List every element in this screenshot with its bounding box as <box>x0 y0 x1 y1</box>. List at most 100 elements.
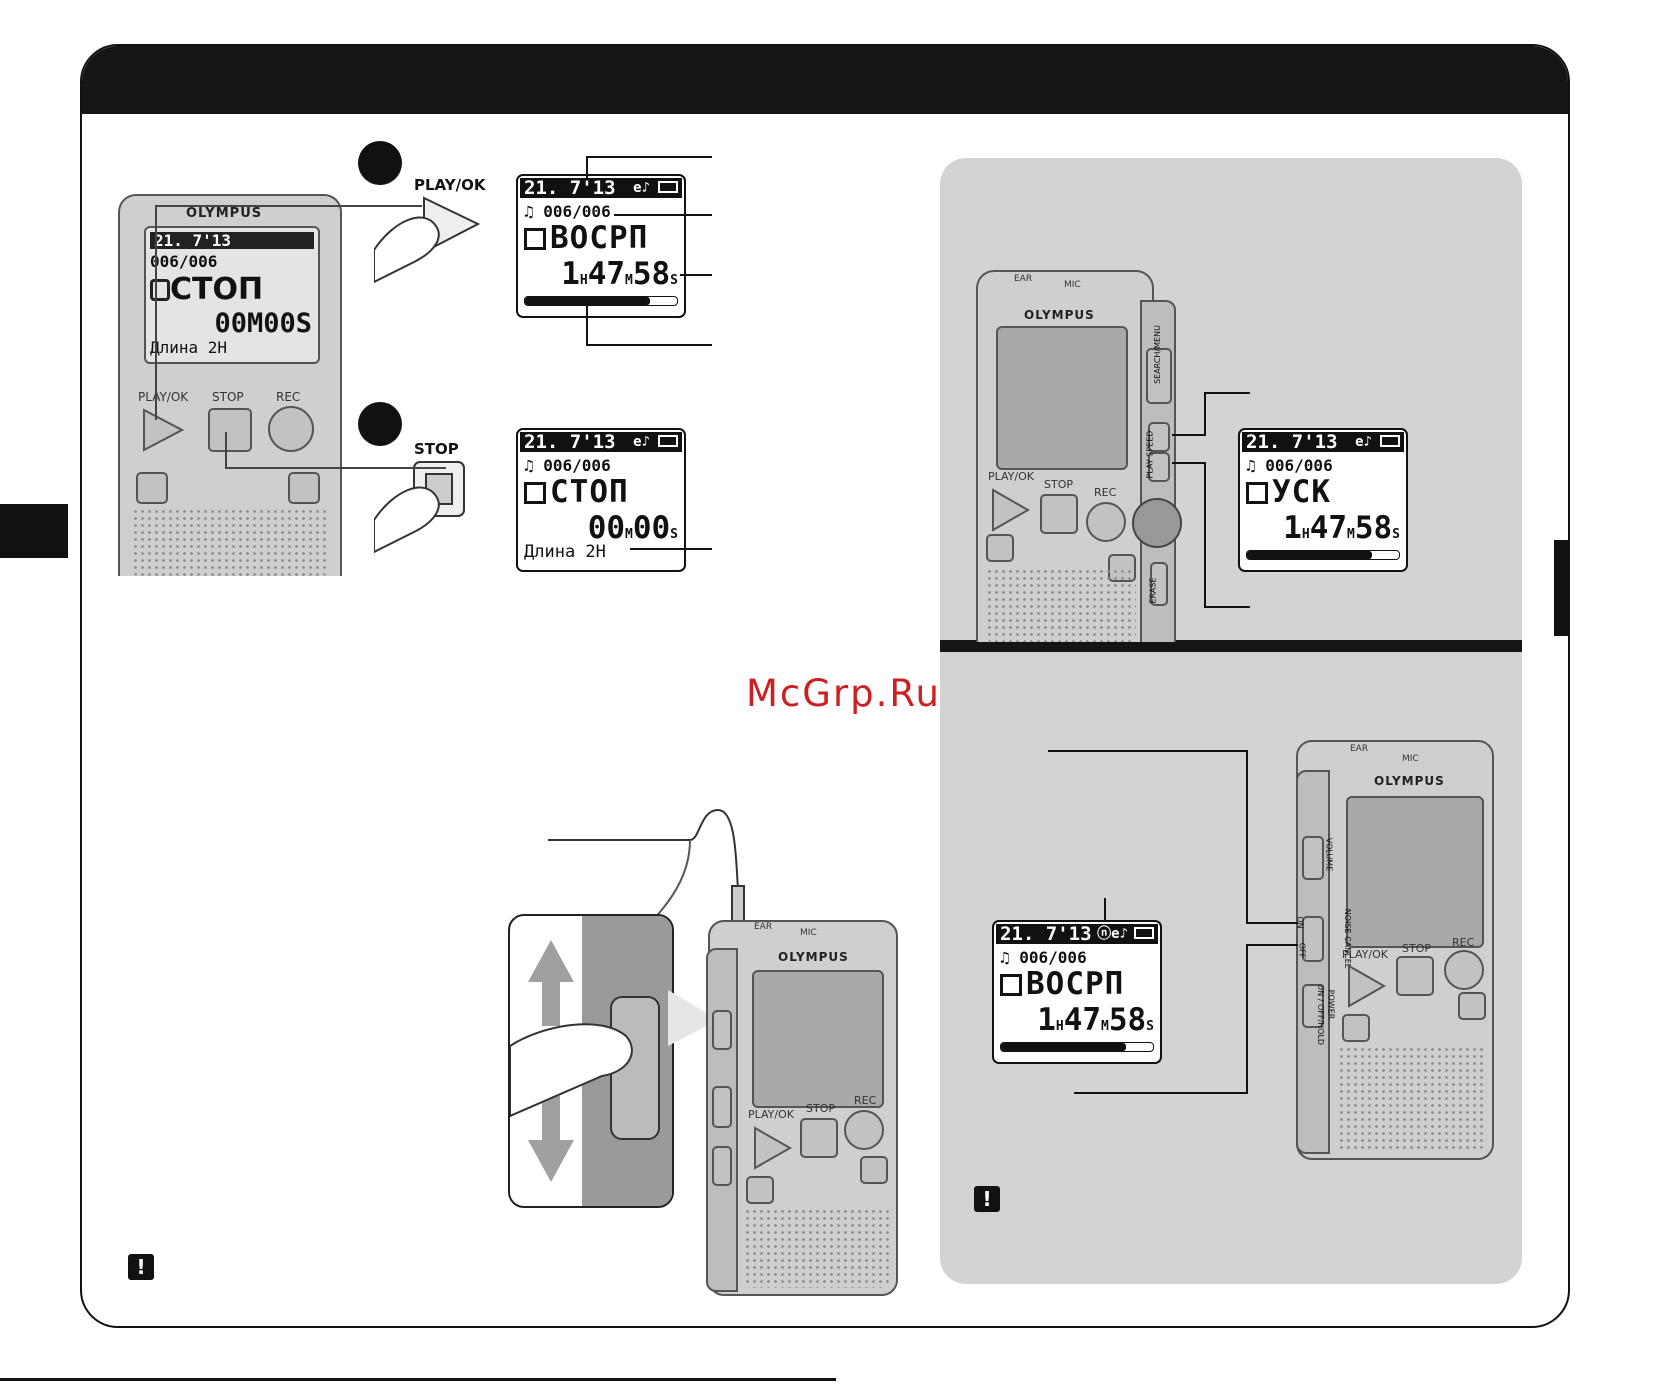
play-ok-key[interactable] <box>1346 964 1387 1008</box>
note-icon-left: ! <box>128 1254 154 1280</box>
rec-key-label: REC <box>276 390 301 404</box>
button-connector-lines <box>155 205 446 469</box>
rewind-key[interactable] <box>746 1176 774 1204</box>
chapter-tab-right <box>1554 540 1568 636</box>
file-icon: ♫ <box>1246 456 1266 475</box>
battery-icon <box>658 181 678 193</box>
device-side-panel <box>1140 300 1176 642</box>
volume-dial[interactable] <box>1302 836 1324 880</box>
power-label: POWER <box>1326 989 1336 1020</box>
stop-key[interactable] <box>1396 956 1434 996</box>
volume-arrows <box>528 940 574 1182</box>
chapter-tab-left <box>0 504 68 558</box>
jog-wheel[interactable] <box>1132 498 1182 548</box>
play-status-icon <box>1246 482 1268 504</box>
mic-label: MIC <box>800 928 817 938</box>
rec-key[interactable] <box>1444 950 1484 990</box>
brand-logo: OLYMPUS <box>186 206 263 221</box>
file-icon: ♫ <box>524 202 544 221</box>
rec-key-label: REC <box>854 1094 877 1107</box>
rec-key[interactable] <box>268 406 314 452</box>
stop-key[interactable] <box>208 408 252 452</box>
rewind-key[interactable] <box>986 534 1014 562</box>
device-screen-status: СТОП <box>150 272 263 307</box>
device-side-panel <box>706 948 738 1292</box>
speaker-grille <box>744 1208 890 1288</box>
play-ok-key-label: PLAY/OK <box>138 390 189 404</box>
play-speed-down-button[interactable] <box>1148 452 1170 482</box>
device-side-panel <box>1296 770 1330 1154</box>
device-screen <box>996 326 1128 470</box>
recorder-device-front: OLYMPUS 21. 7'13 006/006 СТОП 00M00S Дли… <box>118 194 342 576</box>
speaker-grille <box>986 568 1136 642</box>
lcd-playback-file: 006/006 <box>543 202 611 221</box>
stop-key-label: STOP <box>1044 478 1073 491</box>
brand-logo: OLYMPUS <box>1024 308 1095 322</box>
lcd-stop-file: 006/006 <box>543 456 611 475</box>
device-screen-time: 00M00S <box>214 308 312 339</box>
rec-key[interactable] <box>844 1110 884 1150</box>
file-icon: ♫ <box>1000 948 1020 967</box>
battery-icon <box>1380 435 1400 447</box>
footer-rule <box>0 1378 836 1381</box>
play-icon <box>143 408 185 452</box>
step-1-marker <box>358 141 402 185</box>
noise-cancel-switch[interactable] <box>712 1086 732 1128</box>
erase-button[interactable] <box>1150 562 1168 606</box>
brand-logo: OLYMPUS <box>1374 774 1445 788</box>
lcd-nc-file: 006/006 <box>1019 948 1087 967</box>
device-screen <box>752 970 884 1108</box>
ear-label: EAR <box>1014 274 1033 284</box>
play-ok-key[interactable] <box>140 408 185 452</box>
fast-forward-key[interactable] <box>288 472 320 504</box>
speaker-grille <box>132 508 328 576</box>
stop-key[interactable] <box>1040 494 1078 534</box>
step-2-marker <box>358 402 402 446</box>
ear-label: EAR <box>754 922 773 932</box>
noise-cancel-label: NOISE CANCEL <box>1343 908 1353 969</box>
volume-dial-small[interactable] <box>712 1010 732 1050</box>
watermark: McGrp.Ru <box>746 672 941 715</box>
lcd-nc-status: ВОСРП <box>1026 966 1125 1002</box>
speaker-grille <box>1338 1046 1484 1150</box>
rewind-key[interactable] <box>1342 1014 1370 1042</box>
volume-closeup <box>508 914 674 1208</box>
noise-cancel-switch[interactable] <box>1302 916 1324 962</box>
stop-key[interactable] <box>800 1118 838 1158</box>
power-switch[interactable] <box>712 1146 732 1186</box>
fast-forward-key[interactable] <box>860 1156 888 1184</box>
fast-forward-key[interactable] <box>1458 992 1486 1020</box>
play-ok-key[interactable] <box>752 1126 793 1170</box>
power-switch[interactable] <box>1302 984 1324 1028</box>
device-screen: 21. 7'13 006/006 СТОП 00M00S Длина 2H <box>144 226 320 364</box>
lcd-fast-status: УСК <box>1272 474 1331 510</box>
panel-divider <box>940 640 1522 652</box>
rewind-key[interactable] <box>136 472 168 504</box>
stop-key-label: STOP <box>212 390 244 404</box>
erase-label: ERASE <box>1148 577 1158 604</box>
search-menu-button[interactable] <box>1146 348 1172 404</box>
play-ok-key-label: PLAY/OK <box>988 470 1034 483</box>
lcd-playback-progress <box>524 296 678 306</box>
play-speed-label: PLAY SPEED <box>1145 430 1155 479</box>
play-speed-up-button[interactable] <box>1148 422 1170 452</box>
volume-label: VOLUME <box>1324 837 1334 872</box>
file-icon: ♫ <box>524 456 544 475</box>
play-icon <box>992 488 1031 532</box>
lcd-fast-file: 006/006 <box>1265 456 1333 475</box>
play-ok-key-label: PLAY/OK <box>1342 948 1388 961</box>
play-ok-key[interactable] <box>990 488 1031 532</box>
finger-illustration <box>510 1023 633 1118</box>
lcd-playback-status: ВОСРП <box>550 220 649 256</box>
lcd-fast-progress <box>1246 550 1400 560</box>
mic-label: MIC <box>1064 280 1081 290</box>
play-ok-press-illustration <box>374 196 481 284</box>
battery-icon <box>1134 927 1154 939</box>
rec-key[interactable] <box>1086 502 1126 542</box>
stop-status-icon <box>524 482 546 504</box>
lcd-nc-progress <box>1000 1042 1154 1052</box>
